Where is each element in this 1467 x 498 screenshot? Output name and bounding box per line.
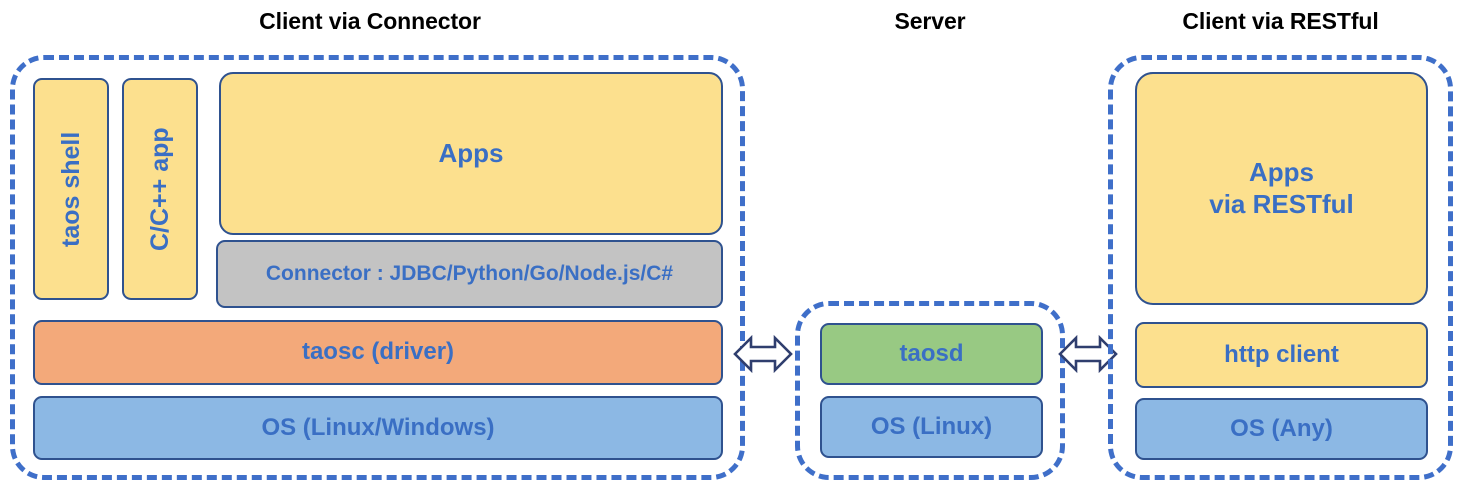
box-http-client[interactable]: http client [1135, 322, 1428, 388]
box-os-any[interactable]: OS (Any) [1135, 398, 1428, 460]
box-taosd[interactable]: taosd [820, 323, 1043, 385]
box-os-server[interactable]: OS (Linux) [820, 396, 1043, 458]
section-title-client-connector: Client via Connector [259, 8, 481, 34]
box-os-client-connector[interactable]: OS (Linux/Windows) [33, 396, 723, 460]
double-arrow-icon-left [733, 330, 793, 378]
box-apps-via-restful-line2: via RESTful [1209, 188, 1354, 219]
box-apps-via-restful[interactable]: Apps via RESTful [1135, 72, 1428, 305]
group-client-via-restful [1108, 55, 1453, 480]
box-apps-via-restful-line1: Apps [1249, 157, 1314, 188]
group-client-via-connector [10, 55, 745, 480]
section-title-server: Server [894, 8, 966, 34]
group-server [795, 301, 1065, 480]
section-title-client-restful: Client via RESTful [1182, 8, 1379, 34]
double-arrow-icon-right [1058, 330, 1118, 378]
box-taosc-driver[interactable]: taosc (driver) [33, 320, 723, 385]
box-apps[interactable]: Apps [219, 72, 723, 235]
box-connector[interactable]: Connector : JDBC/Python/Go/Node.js/C# [216, 240, 723, 308]
box-cpp-app[interactable]: C/C++ app [122, 78, 198, 300]
box-taos-shell[interactable]: taos shell [33, 78, 109, 300]
